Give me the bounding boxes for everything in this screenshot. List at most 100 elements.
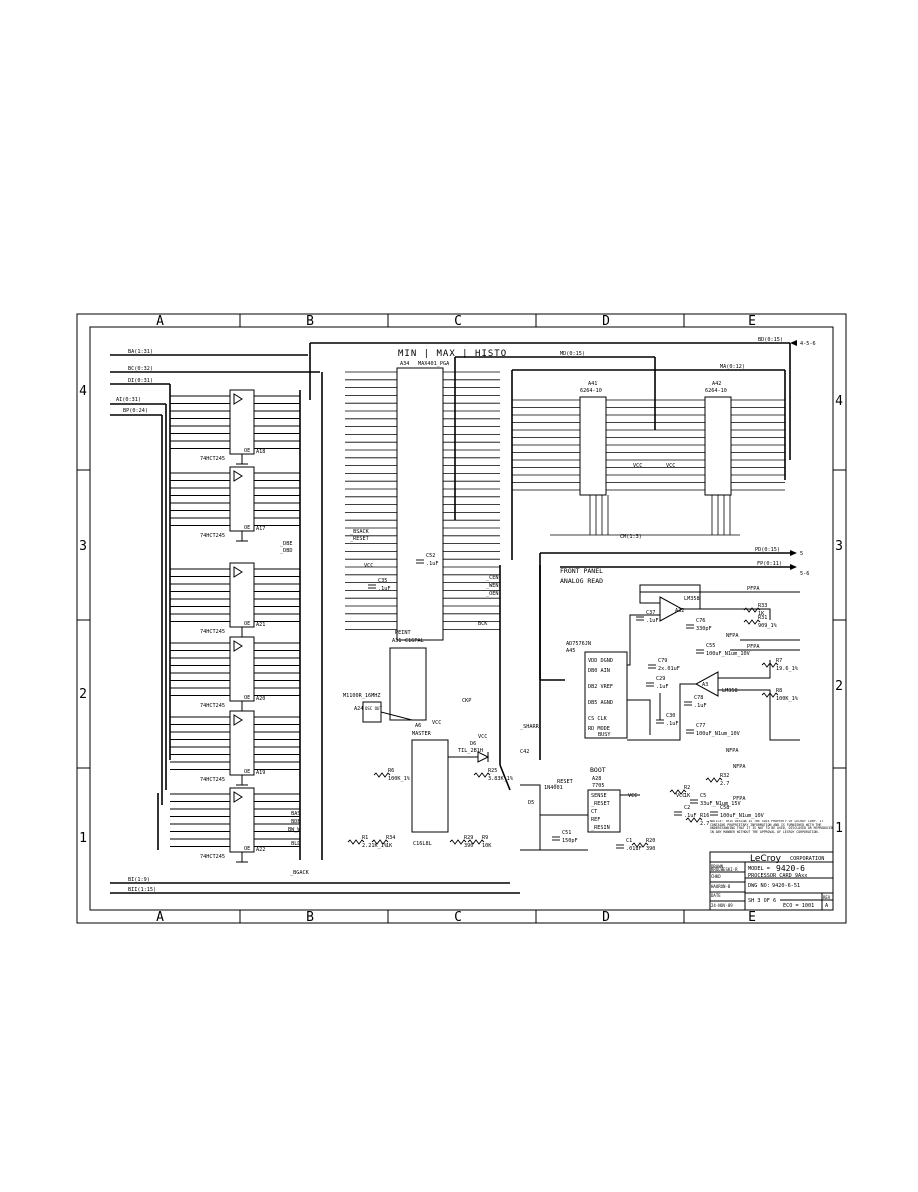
boot-ref-pin: REF	[591, 817, 600, 823]
passive-ref: R2	[684, 785, 690, 791]
company-logo-text: LeCroy	[750, 854, 782, 864]
passive-value: .1uF	[646, 618, 659, 624]
passive-ref: R16	[700, 813, 709, 819]
ic-a31-part: C16PAL	[405, 638, 424, 644]
ic-a34-body	[396, 367, 444, 641]
passive-value: 150pF	[562, 838, 578, 844]
bus-label-di: DI(0:31)	[128, 378, 153, 384]
ic-a42-body	[704, 396, 732, 496]
passive-value: 1K	[386, 843, 393, 849]
passive-ref: R34	[386, 835, 395, 841]
a45-pin-mode: RD MODE	[588, 726, 610, 732]
oscillator-part: M1100R_16MHZ	[343, 693, 380, 699]
passive-value: 2x.01uF	[658, 666, 680, 672]
sig-reset-1: _RESET	[350, 536, 369, 542]
resistor-zigzag	[761, 692, 779, 698]
tb-model-label: MODEL =	[748, 866, 770, 872]
zone-col-a-bottom: A	[156, 910, 164, 925]
resistor-zigzag	[449, 839, 467, 845]
passive-value: .1uF	[694, 703, 707, 709]
passive-ref: R29	[464, 835, 473, 841]
zone-row-4-left: 4	[79, 384, 87, 399]
resistor-zigzag	[473, 772, 491, 778]
zone-row-3-right: 3	[835, 539, 843, 554]
passive-ref: R20	[646, 838, 655, 844]
a45-pin-clk: CS CLK	[588, 716, 608, 722]
opamp-a3-ref: A3	[702, 682, 708, 688]
sig-oen: _OEN	[486, 591, 499, 597]
buffer-ref-label: A19	[256, 770, 265, 776]
passive-ref: C5	[700, 793, 706, 799]
ic-a34-part: MAX401_PGA	[418, 361, 450, 367]
zone-row-3-left: 3	[79, 539, 87, 554]
zone-row-1-left: 1	[79, 831, 87, 846]
tb-drawn: KROLWESKI-R	[711, 867, 738, 872]
inner-border	[89, 326, 834, 911]
oscillator-label: OSC OUT	[365, 706, 382, 711]
oscillator-body	[362, 701, 382, 723]
buffer-oe-label: OE	[244, 846, 250, 852]
resistor-zigzag	[373, 772, 391, 778]
ic-a41-part: 6264-10	[580, 388, 602, 394]
zone-row-1-right: 1	[835, 821, 843, 836]
bus-label-bp: BP(0:24)	[123, 408, 148, 414]
net-nfpa-1: NFPA	[726, 633, 739, 639]
bus-label-pd: PD(0:15)	[755, 547, 780, 553]
proprietary-notice: NOTICE: THIS DESIGN IS THE SOLE PROPERTY…	[710, 820, 833, 834]
bus-label-bii: BII(1:15)	[128, 887, 156, 893]
bus-label-bd: BD(0:15)	[758, 337, 783, 343]
passive-value: 1K	[758, 611, 765, 617]
passive-value: .1uF	[426, 561, 439, 567]
passive-value: 100K_1%	[388, 776, 411, 782]
passive-ref: C52	[426, 553, 435, 559]
sig-ckp: CKP	[462, 698, 471, 704]
boot-sense: SENSE	[591, 793, 607, 799]
ic-a45-ref: A45	[566, 648, 575, 654]
sig-bas: _BAS	[288, 811, 301, 817]
ic-a6-body	[411, 739, 449, 833]
outer-border	[76, 313, 847, 924]
buffer-part-label: 74HCT245	[200, 629, 225, 635]
passive-ref: R6	[388, 768, 394, 774]
company-corp: CORPORATION	[790, 856, 824, 862]
net-pfpa-1: PFPA	[747, 586, 760, 592]
net-pfpa-2: PFPA	[747, 644, 760, 650]
title-min-max-histo: MIN | MAX | HISTO	[398, 349, 507, 359]
passive-ref: R33	[758, 603, 767, 609]
passive-ref: C77	[696, 723, 705, 729]
tb-rev: A	[825, 903, 829, 909]
passive-ref: C79	[658, 658, 667, 664]
bus-label-md: MD(0:15)	[560, 351, 585, 357]
sig-vcc-6: VCC	[633, 463, 642, 469]
boot-resin: _RESIN	[591, 825, 610, 831]
net-nfpa-2: NFPA	[726, 748, 739, 754]
ic-a34-ref: A34	[400, 361, 409, 367]
tb-dwg: 9420-6-51	[772, 883, 800, 889]
zone-col-b-top: B	[306, 314, 314, 329]
passive-ref: C58	[720, 805, 729, 811]
passive-ref: R7	[776, 658, 782, 664]
led-ref: D6	[470, 741, 476, 747]
ic-a6-pal: C16L8L	[413, 841, 432, 847]
resistor-zigzag	[347, 839, 365, 845]
sig-bw: BW_W	[288, 827, 301, 833]
tb-model: 9420-6	[776, 864, 805, 873]
boot-part: 7705	[592, 783, 605, 789]
tb-date: 24-NOV-89	[711, 903, 733, 908]
tb-drawn-label: DRAWN	[711, 864, 724, 869]
sig-vcc-4: VCC	[628, 793, 637, 799]
buffer-part-label: 74HCT245	[200, 777, 225, 783]
passive-value: 100uF_N1um_10V	[706, 651, 750, 657]
boot-reset: _RESET	[591, 801, 610, 807]
resistor-zigzag	[669, 789, 687, 795]
buffer-part-label: 74HCT245	[200, 533, 225, 539]
tb-chkd-label: CHKD	[711, 874, 721, 879]
passive-value: 100K_1%	[776, 696, 799, 702]
passive-ref: C78	[694, 695, 703, 701]
zone-row-4-right: 4	[835, 394, 843, 409]
diode-d5-ref: D5	[528, 800, 534, 806]
passive-ref: C2	[684, 805, 690, 811]
a45-pin-vref: DB2 VREF	[588, 684, 613, 690]
